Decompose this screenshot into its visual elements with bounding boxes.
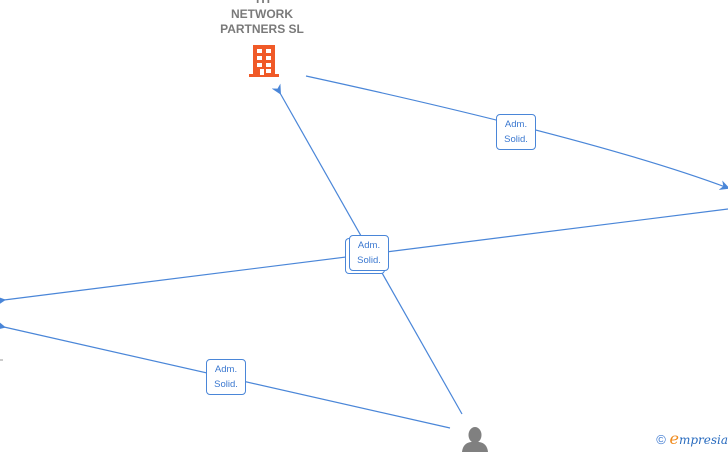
- edge-label-adm-solid[interactable]: Adm. Solid.: [349, 235, 389, 271]
- person-icon[interactable]: [460, 426, 490, 452]
- brand-logo-initial: e: [669, 429, 679, 448]
- copyright-icon: ©: [656, 432, 666, 447]
- edge-label-adm-solid[interactable]: Adm. Solid.: [496, 114, 536, 150]
- edge-right-to-company: [305, 75, 728, 190]
- building-icon[interactable]: [248, 43, 280, 78]
- brand-name: mpresia: [678, 433, 728, 447]
- company-name[interactable]: TH NETWORK PARTNERS SL: [220, 0, 304, 36]
- footer-brand: © empresia: [656, 429, 728, 448]
- edge-label-adm-solid[interactable]: Adm. Solid.: [206, 359, 246, 395]
